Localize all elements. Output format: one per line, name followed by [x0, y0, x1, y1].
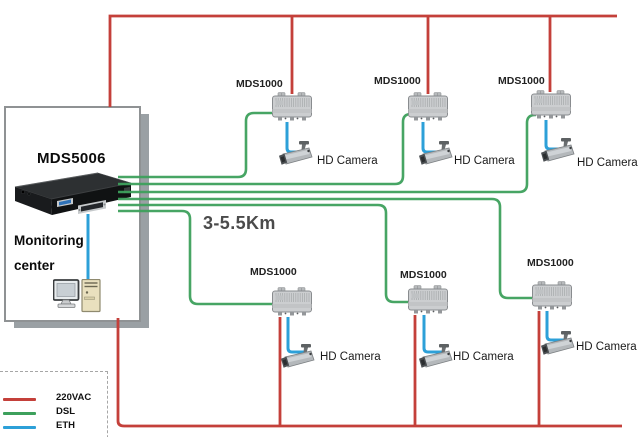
- cable-dsl-node6: [118, 197, 535, 300]
- legend-label-eth: ETH: [56, 419, 75, 431]
- hd-camera-label: HD Camera: [317, 155, 378, 167]
- hd-camera-label: HD Camera: [577, 157, 638, 169]
- mds1000-label: MDS1000: [374, 75, 421, 87]
- hd-camera-icon: [540, 331, 578, 361]
- legend-swatch-dsl: [3, 412, 36, 415]
- cable-dsl-node1: [118, 111, 274, 179]
- cable-eth-node4: [286, 317, 304, 354]
- distance-label: 3-5.5Km: [203, 213, 276, 233]
- cable-eth-node2: [421, 122, 442, 154]
- hd-camera-icon: [278, 141, 316, 171]
- legend-swatch-220vac: [3, 398, 36, 401]
- cable-220vac-top-bus: [108, 14, 617, 107]
- mds1000-device: [271, 287, 313, 317]
- hd-camera-label: HD Camera: [320, 351, 381, 363]
- cable-dsl-node3: [118, 113, 536, 194]
- hd-camera-icon: [280, 344, 318, 374]
- legend-label-dsl: DSL: [56, 406, 75, 417]
- hd-camera-icon: [540, 138, 578, 168]
- cable-220vac-bottom-bus: [116, 318, 622, 428]
- legend: 220VAC DSL ETH: [0, 371, 108, 437]
- cable-dsl-node5: [118, 203, 411, 304]
- legend-label-220vac: 220VAC: [56, 392, 92, 403]
- hd-camera-icon: [418, 344, 456, 374]
- hd-camera-icon: [418, 141, 456, 171]
- mds1000-label: MDS1000: [527, 257, 574, 269]
- monitoring-center-label-line1: Monitoring: [14, 233, 84, 248]
- mds5006-label: MDS5006: [37, 150, 106, 167]
- legend-swatch-eth: [3, 425, 36, 429]
- mds1000-device: [407, 285, 449, 315]
- mds1000-label: MDS1000: [400, 269, 447, 281]
- cable-dsl-node2: [118, 112, 413, 186]
- mds1000-device: [271, 92, 313, 122]
- cable-eth-node3: [544, 120, 566, 151]
- mds1000-label: MDS1000: [498, 75, 545, 87]
- hd-camera-label: HD Camera: [454, 155, 515, 167]
- hd-camera-label: HD Camera: [453, 351, 514, 363]
- cable-eth-node5: [422, 315, 442, 354]
- monitoring-center-label-line2: center: [14, 258, 55, 273]
- mds1000-label: MDS1000: [236, 78, 283, 90]
- mds1000-device: [531, 281, 573, 311]
- cable-dsl-node4: [118, 209, 274, 306]
- workstation-icon: [53, 279, 105, 319]
- hd-camera-label: HD Camera: [576, 341, 637, 353]
- cable-eth-node6: [545, 311, 566, 342]
- mds1000-label: MDS1000: [250, 266, 297, 278]
- mds1000-device: [530, 90, 572, 120]
- mds1000-device: [407, 92, 449, 122]
